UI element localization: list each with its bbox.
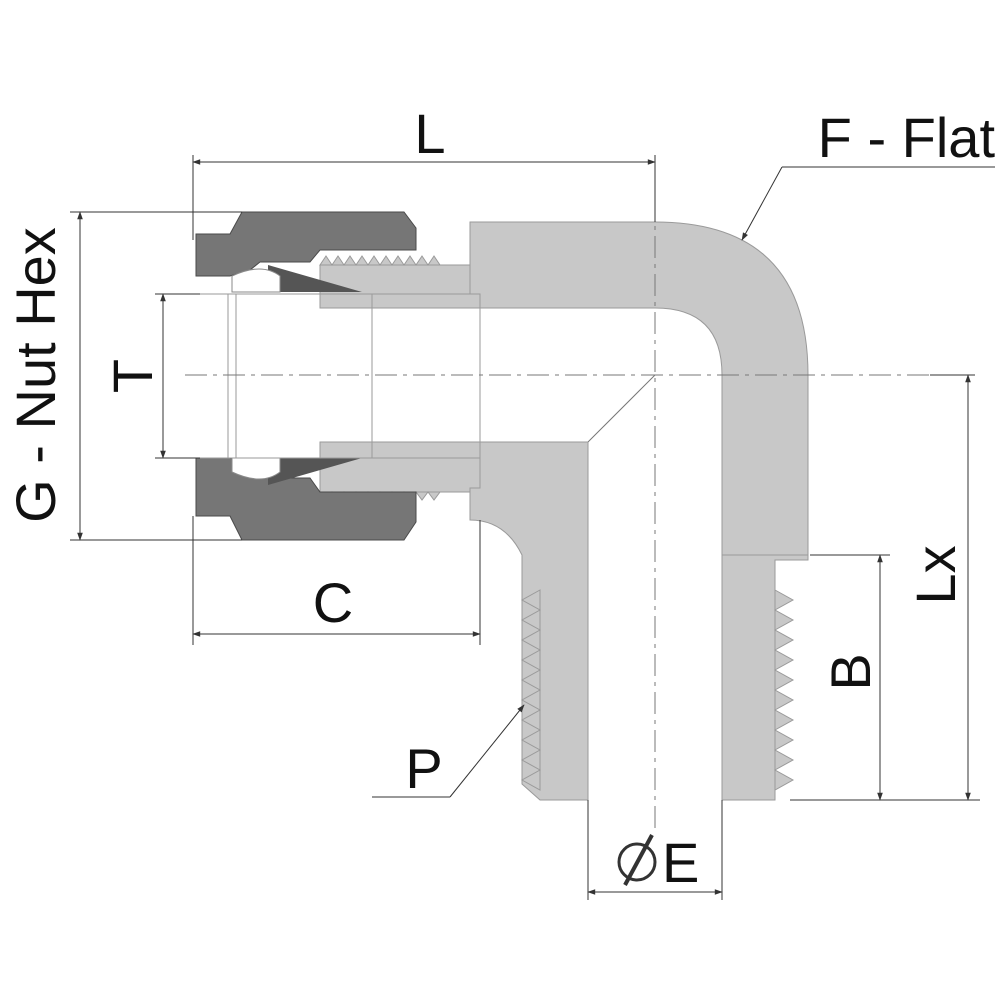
dimension-lines: [70, 155, 995, 900]
label-nut-hex: G - Nut Hex: [4, 227, 67, 523]
label-lx: Lx: [904, 545, 967, 604]
label-bore: E: [662, 831, 699, 894]
male-thread-right: [773, 589, 795, 791]
label-tube: T: [101, 359, 164, 393]
center-lines: [185, 160, 975, 830]
ferrule: [231, 265, 362, 485]
label-thread: P: [405, 737, 442, 800]
tube-thread-upper: [319, 255, 441, 266]
label-c: C: [313, 571, 353, 634]
label-b: B: [819, 653, 882, 690]
label-length: L: [414, 102, 445, 165]
male-thread-left: [520, 589, 542, 791]
tube-bore: [196, 293, 481, 459]
label-flat: F - Flat: [818, 106, 996, 169]
